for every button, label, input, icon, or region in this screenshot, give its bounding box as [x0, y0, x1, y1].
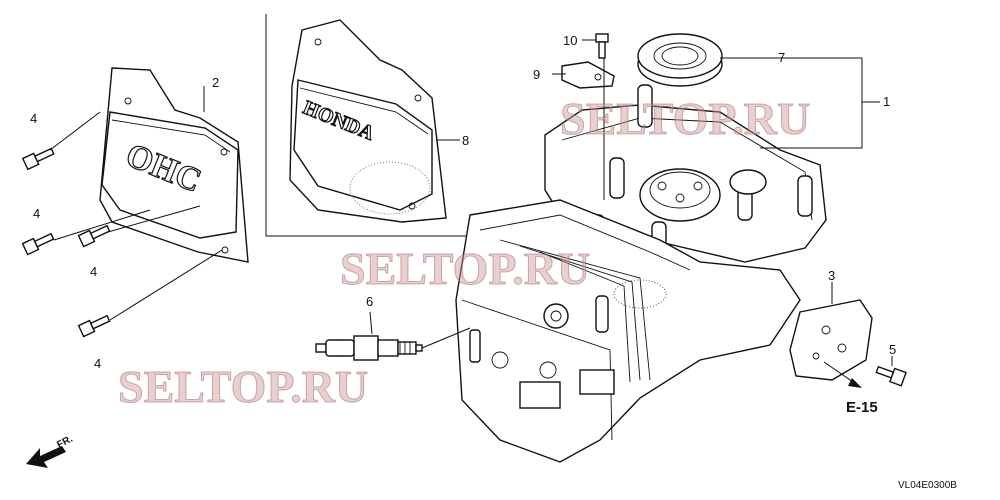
flange-bolt-4c — [77, 224, 111, 248]
callout-4c: 4 — [90, 264, 97, 279]
callout-9: 9 — [533, 67, 540, 82]
callout-4b: 4 — [33, 206, 40, 221]
callout-10: 10 — [563, 33, 577, 48]
cylinder-head-cover-honda: HONDA — [289, 19, 447, 223]
cylinder-barrel — [349, 84, 827, 463]
flange-bolt-4b — [21, 232, 55, 256]
callout-6: 7 — [778, 50, 785, 65]
callout-4a: 4 — [30, 111, 37, 126]
callout-2: 2 — [212, 75, 219, 90]
front-direction-arrow: FR. — [26, 433, 75, 468]
callout-4d: 4 — [94, 356, 101, 371]
watermark-middle: SELTOP.RU — [340, 243, 590, 294]
cover-group-bracket — [265, 14, 478, 237]
reference-e15: E-15 — [846, 399, 878, 416]
insulator-gasket — [789, 299, 873, 381]
flange-bolt-5 — [875, 365, 907, 387]
flange-bolt-10 — [595, 33, 609, 59]
flange-bolt-4a — [21, 147, 55, 171]
callout-3: 3 — [828, 268, 835, 283]
oil-seal — [637, 33, 723, 87]
breather-plate — [561, 61, 615, 89]
callout-8: 8 — [462, 133, 469, 148]
front-direction-label: FR. — [55, 433, 75, 450]
callout-5: 5 — [889, 342, 896, 357]
spark-plug — [315, 335, 423, 361]
diagram-code: VL04E0300B — [898, 480, 957, 491]
callout-1: 1 — [883, 94, 890, 109]
cylinder-head-cover-ohc: OHC — [99, 67, 249, 263]
flange-bolt-4d — [77, 314, 111, 338]
watermark-bottom: SELTOP.RU — [118, 361, 368, 412]
leader-lines — [49, 39, 893, 388]
callout-7: 6 — [366, 294, 373, 309]
watermark-top: SELTOP.RU — [560, 93, 810, 144]
